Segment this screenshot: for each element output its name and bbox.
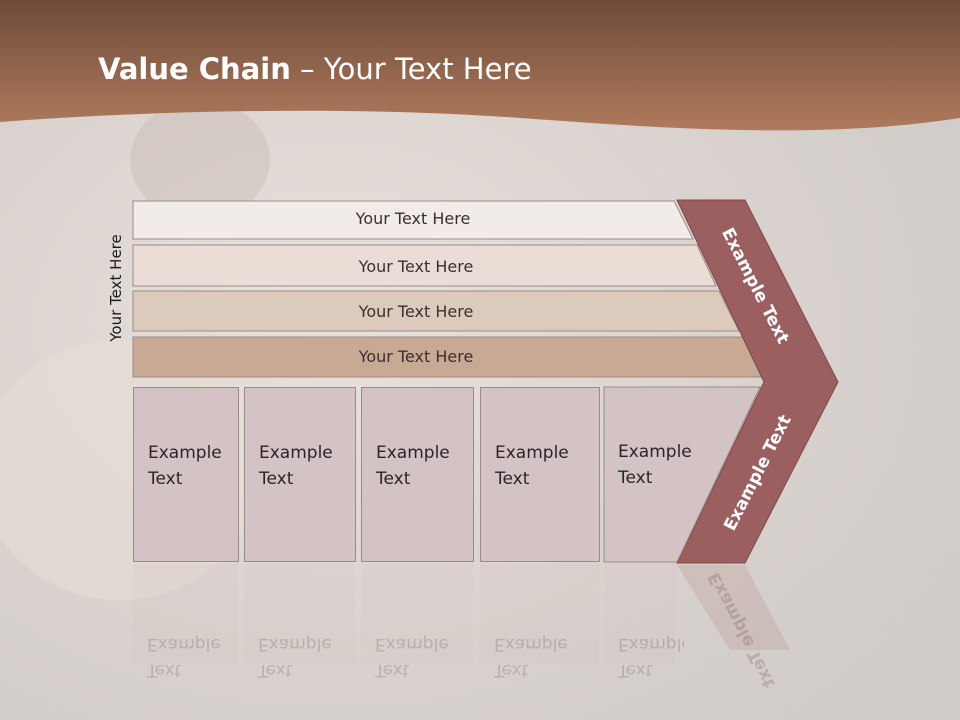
- box-4-reflection-text: Text Example: [480, 563, 600, 683]
- box-5-reflection-line2: Text: [618, 660, 653, 680]
- box-1-reflection-line2: Text: [147, 660, 182, 680]
- box-reflection: [244, 564, 355, 664]
- bar-1-label: Your Text Here: [355, 209, 471, 228]
- box-4-reflection-line1: Example: [494, 634, 568, 654]
- box-2-line2: Text: [259, 469, 294, 489]
- box-reflection: [361, 564, 473, 664]
- activity-box-4: Example Text: [480, 387, 600, 562]
- box-3-reflection-line1: Example: [375, 634, 449, 654]
- slide-title: Value Chain – Your Text Here: [98, 52, 532, 86]
- bar-2-label: Your Text Here: [358, 257, 474, 276]
- box-reflection: [480, 564, 599, 664]
- ear-shape: [130, 100, 270, 220]
- box-1-line1: Example: [148, 443, 222, 463]
- chevron-arrow: [676, 199, 839, 564]
- box-3-line1: Example: [376, 443, 450, 463]
- box-5-line2: Text: [618, 468, 653, 488]
- title-bold: Value Chain: [98, 52, 291, 86]
- box-4-line2: Text: [495, 469, 530, 489]
- box-5-reflection-text: Text Example: [604, 563, 684, 683]
- bar-4-label: Your Text Here: [358, 347, 474, 366]
- box-reflection: [605, 564, 675, 664]
- box-5-line1: Example: [618, 442, 692, 462]
- activity-box-3: Example Text: [361, 387, 474, 562]
- box-reflection: [133, 564, 238, 664]
- chevron-reflection: [677, 565, 790, 650]
- bar-3-label: Your Text Here: [358, 302, 474, 321]
- side-label: Your Text Here: [107, 234, 125, 342]
- box-4-line1: Example: [495, 443, 569, 463]
- box-1-reflection-text: Text Example: [133, 563, 239, 683]
- activity-box-5: Example Text: [604, 387, 692, 562]
- bar-1: [132, 200, 694, 240]
- box-2-line1: Example: [259, 443, 333, 463]
- box-5-reflection-line1: Example: [618, 634, 684, 654]
- box-2-reflection-text: Text Example: [244, 563, 356, 683]
- box-2-reflection-line2: Text: [258, 660, 293, 680]
- box-3-line2: Text: [376, 469, 411, 489]
- bar-2: [132, 244, 717, 287]
- box-5-shape: [603, 386, 761, 563]
- box-1-reflection-line1: Example: [147, 634, 221, 654]
- box-3-reflection-text: Text Example: [361, 563, 474, 683]
- activity-box-2: Example Text: [244, 387, 356, 562]
- box-4-reflection-line2: Text: [494, 660, 529, 680]
- title-rest: – Your Text Here: [290, 52, 532, 86]
- box-3-reflection-line2: Text: [375, 660, 410, 680]
- activity-box-1: Example Text: [133, 387, 239, 562]
- box-2-reflection-line1: Example: [258, 634, 332, 654]
- bar-3: [132, 290, 740, 332]
- header-band: [0, 0, 960, 131]
- box-1-line2: Text: [148, 469, 183, 489]
